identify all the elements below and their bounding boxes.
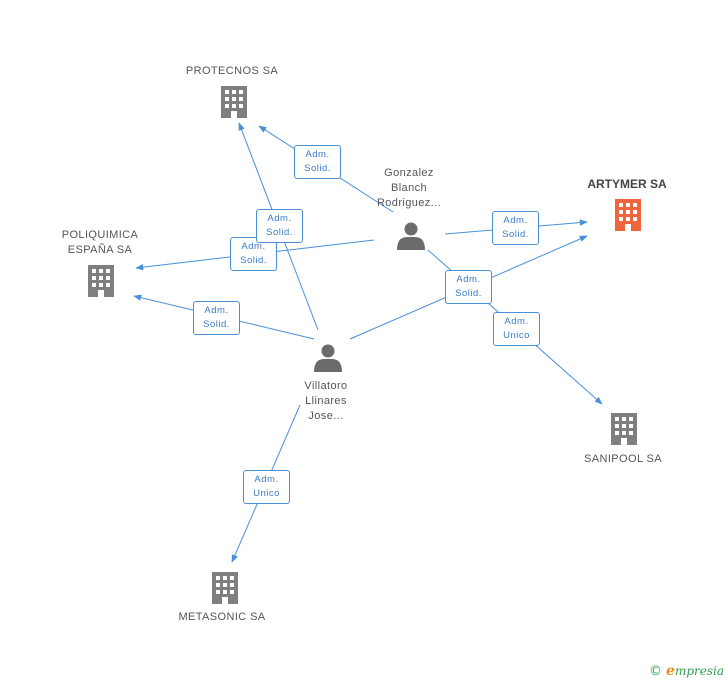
edge-label-villatoro-metasonic[interactable]: Adm. Unico <box>243 470 290 504</box>
node-label-poliquimica[interactable]: POLIQUIMICA ESPAÑA SA <box>61 229 139 256</box>
building-icon[interactable] <box>615 199 641 231</box>
brand-logo-initial: e <box>666 663 675 679</box>
person-icon[interactable] <box>397 222 425 251</box>
brand-footer: ©empresia <box>649 663 724 679</box>
building-icon[interactable] <box>212 572 238 604</box>
edge-label-gonzalez-protecnos[interactable]: Adm. Solid. <box>294 145 341 179</box>
edge-label-gonzalez-artymer[interactable]: Adm. Solid. <box>492 211 539 245</box>
node-label-sanipool[interactable]: SANIPOOL SA <box>584 453 662 465</box>
edge-label-villatoro-artymer[interactable]: Adm. Solid. <box>445 270 492 304</box>
edge-label-villatoro-poliquimica[interactable]: Adm. Solid. <box>193 301 240 335</box>
node-label-artymer[interactable]: ARTYMER SA <box>587 177 667 191</box>
node-label-protecnos[interactable]: PROTECNOS SA <box>185 65 279 77</box>
person-icon[interactable] <box>314 344 342 373</box>
edge-label-villatoro-protecnos[interactable]: Adm. Solid. <box>256 209 303 243</box>
brand-logo-text: mpresia <box>674 664 724 678</box>
node-label-gonzalez[interactable]: Gonzalez Blanch Rodriguez... <box>376 167 442 209</box>
building-icon[interactable] <box>221 86 247 118</box>
building-icon[interactable] <box>611 413 637 445</box>
building-icon[interactable] <box>88 265 114 297</box>
node-label-metasonic[interactable]: METASONIC SA <box>178 611 266 623</box>
copyright-icon: © <box>649 664 663 679</box>
edge-label-gonzalez-sanipool[interactable]: Adm. Unico <box>493 312 540 346</box>
node-label-villatoro[interactable]: Villatoro Llinares Jose... <box>304 380 348 422</box>
